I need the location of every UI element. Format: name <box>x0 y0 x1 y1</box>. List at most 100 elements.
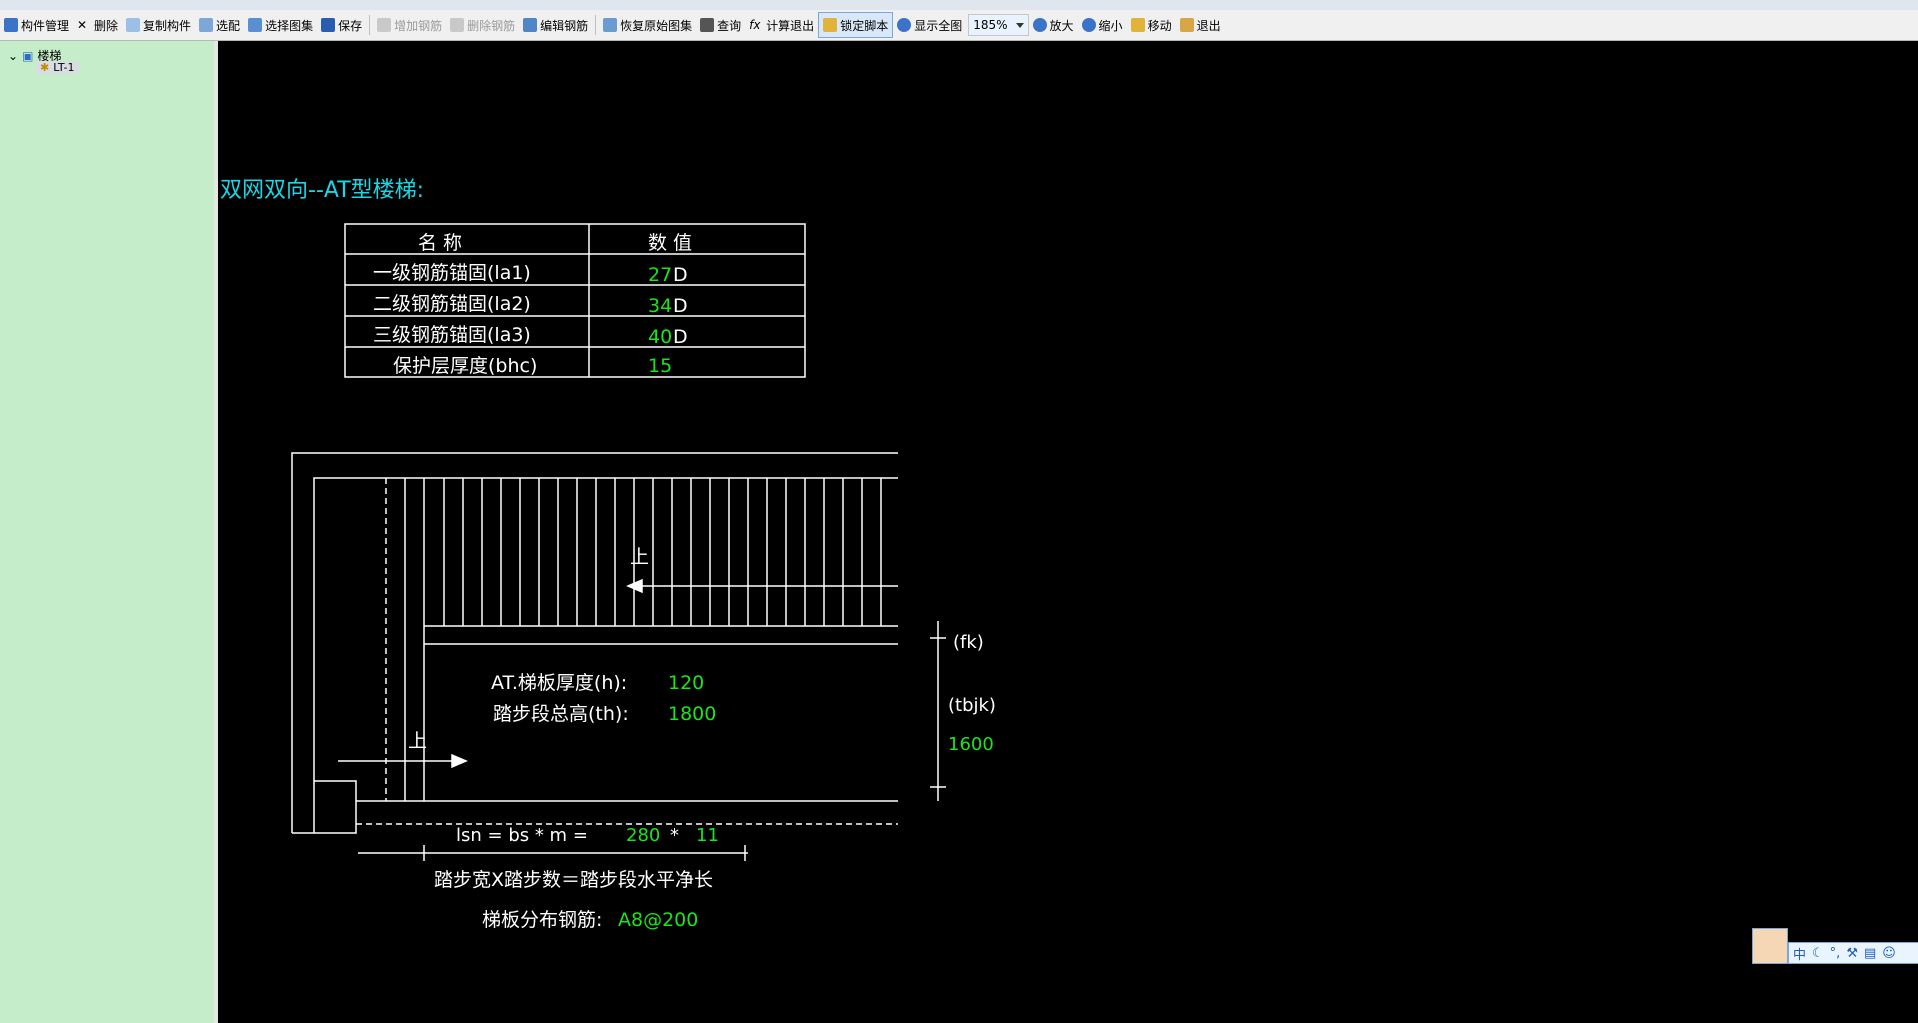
plan-up-label: 上 <box>630 546 649 568</box>
table-header-name: 名 称 <box>418 232 462 254</box>
plan-lsn-bs: 280 <box>626 825 660 846</box>
atlas-icon <box>248 18 263 32</box>
plan-outer-wall <box>291 452 898 833</box>
avatar[interactable] <box>1752 928 1788 964</box>
plan-up-arrow-head <box>451 753 468 769</box>
toolbar-zoom-in-button[interactable]: 放大 <box>1029 13 1078 37</box>
toolbar-select-button[interactable]: 选配 <box>195 13 244 37</box>
copy-icon <box>126 18 141 32</box>
save-icon <box>321 18 336 32</box>
table-header-value: 数 值 <box>648 232 692 254</box>
punctuation-icon[interactable]: °, <box>1829 945 1841 961</box>
plan-dist-label: 梯板分布钢筋: <box>482 909 602 931</box>
toolbar-exit-label: 退出 <box>1196 18 1221 33</box>
cad-canvas[interactable]: 双网双向--AT型楼梯: 名 称 数 值 一级钢筋锚固(la1) 27 D 二级… <box>218 41 1918 1023</box>
toolbar-delete-button[interactable]: ✕ 删除 <box>73 13 122 37</box>
clipboard-icon[interactable]: ▤ <box>1863 945 1877 961</box>
edit-rebar-icon <box>523 18 538 32</box>
toolbar-move-label: 移动 <box>1147 18 1172 33</box>
plan-tbjk-value: 1600 <box>948 734 994 755</box>
toolbar-query-label: 查询 <box>717 18 742 33</box>
zoom-out-icon <box>1081 18 1096 32</box>
binoculars-icon <box>700 18 715 32</box>
toolbar-restore-atlas-button[interactable]: 恢复原始图集 <box>599 13 696 37</box>
toolbar-calc-exit-button[interactable]: fx 计算退出 <box>745 13 818 37</box>
plan-left-pier <box>292 780 357 834</box>
ime-chinese-icon[interactable]: 中 <box>1793 947 1807 963</box>
parameter-table <box>344 223 806 378</box>
zoom-value: 185% <box>973 18 1008 32</box>
plan-up-label: 上 <box>408 730 427 752</box>
main-toolbar: 构件管理 ✕ 删除 复制构件 选配 选择图集 保存 增加钢筋 删除钢筋 编辑钢筋… <box>0 10 1918 41</box>
input-method-tray[interactable]: 中 ☾ °, ⚒ ▤ ☺ <box>1752 924 1918 964</box>
zoom-in-icon <box>1032 18 1047 32</box>
toolbar-copy-label: 复制构件 <box>143 18 192 33</box>
delete-icon: ✕ <box>77 18 88 32</box>
ime-toolbar[interactable]: 中 ☾ °, ⚒ ▤ ☺ <box>1788 942 1918 964</box>
toolbar-zoom-out-button[interactable]: 缩小 <box>1078 13 1127 37</box>
table-row-value: 27 <box>648 264 672 286</box>
plan-right-dimension <box>930 621 946 801</box>
toolbar-calc-exit-label: 计算退出 <box>766 18 815 33</box>
exit-icon <box>1179 18 1194 32</box>
hand-icon <box>1130 18 1145 32</box>
zoom-select[interactable]: 185% <box>968 14 1029 36</box>
gear-icon: ✱ <box>40 61 50 74</box>
toolbar-remove-rebar-button[interactable]: 删除钢筋 <box>446 13 519 37</box>
plan-thickness-value: 120 <box>668 672 704 694</box>
plan-step-rule: 踏步宽X踏步数＝踏步段水平净长 <box>434 869 713 891</box>
select-icon <box>199 18 214 32</box>
toolbar-select-label: 选配 <box>216 18 241 33</box>
moon-icon[interactable]: ☾ <box>1812 945 1824 961</box>
plan-lsn-m: 11 <box>696 825 719 846</box>
toolbar-copy-button[interactable]: 复制构件 <box>122 13 195 37</box>
tree-node-lt1[interactable]: ✱ LT-1 <box>36 61 79 74</box>
toolbar-delete-label: 删除 <box>94 18 119 33</box>
cad-drawing: 双网双向--AT型楼梯: 名 称 数 值 一级钢筋锚固(la1) 27 D 二级… <box>220 178 996 931</box>
toolbar-component-manage-button[interactable]: 构件管理 <box>0 13 73 37</box>
chevron-down-icon <box>1015 22 1024 28</box>
toolbar-choose-atlas-button[interactable]: 选择图集 <box>244 13 317 37</box>
table-row-name: 保护层厚度(bhc) <box>393 355 537 377</box>
plan-dist-value: A8@200 <box>618 909 698 931</box>
lock-icon <box>823 18 838 32</box>
toolbar-component-manage-label: 构件管理 <box>21 18 70 33</box>
tree-node-stairs[interactable]: ⌄ ▣ 楼梯 <box>8 47 61 64</box>
table-row-value: 40 <box>648 326 672 348</box>
wrench-icon[interactable]: ⚒ <box>1846 945 1858 961</box>
table-frame <box>344 223 806 378</box>
component-manage-icon <box>4 18 18 32</box>
plan-tbjk-label: (tbjk) <box>948 695 996 716</box>
add-rebar-icon <box>377 18 392 32</box>
chevron-down-icon[interactable]: ⌄ <box>8 48 19 63</box>
toolbar-add-rebar-button[interactable]: 增加钢筋 <box>373 13 446 37</box>
restore-icon <box>603 18 618 32</box>
toolbar-lock-script-button[interactable]: 锁定脚本 <box>818 12 894 38</box>
table-row-unit: D <box>673 326 688 348</box>
plan-height-label: 踏步段总高(th): <box>493 703 629 725</box>
plan-lsn-star: * <box>670 825 679 846</box>
toolbar-restore-atlas-label: 恢复原始图集 <box>620 18 693 33</box>
function-icon: fx <box>749 18 761 32</box>
drawing-title: 双网双向--AT型楼梯: <box>220 178 424 203</box>
plan-inner-wall <box>313 477 898 833</box>
component-tree-panel: ⌄ ▣ 楼梯 ✱ LT-1 <box>0 41 218 1023</box>
toolbar-zoom-out-label: 缩小 <box>1098 18 1123 33</box>
table-row-value: 15 <box>648 355 672 377</box>
toolbar-add-rebar-label: 增加钢筋 <box>394 18 443 33</box>
stairs-icon: ▣ <box>22 48 34 63</box>
toolbar-show-all-button[interactable]: 显示全图 <box>893 13 966 37</box>
toolbar-save-button[interactable]: 保存 <box>317 13 366 37</box>
table-row-name: 三级钢筋锚固(la3) <box>373 324 531 346</box>
smiley-icon[interactable]: ☺ <box>1882 945 1896 961</box>
stair-plan <box>291 452 898 861</box>
plan-lsn-formula: lsn = bs * m = <box>456 825 588 846</box>
toolbar-edit-rebar-button[interactable]: 编辑钢筋 <box>519 13 592 37</box>
table-row-value: 34 <box>648 295 672 317</box>
tree-node-lt1-label: LT-1 <box>53 61 75 74</box>
toolbar-move-button[interactable]: 移动 <box>1127 13 1176 37</box>
toolbar-exit-button[interactable]: 退出 <box>1176 13 1225 37</box>
table-row-name: 二级钢筋锚固(la2) <box>373 293 531 315</box>
toolbar-query-button[interactable]: 查询 <box>696 13 745 37</box>
toolbar-zoom-in-label: 放大 <box>1049 18 1074 33</box>
